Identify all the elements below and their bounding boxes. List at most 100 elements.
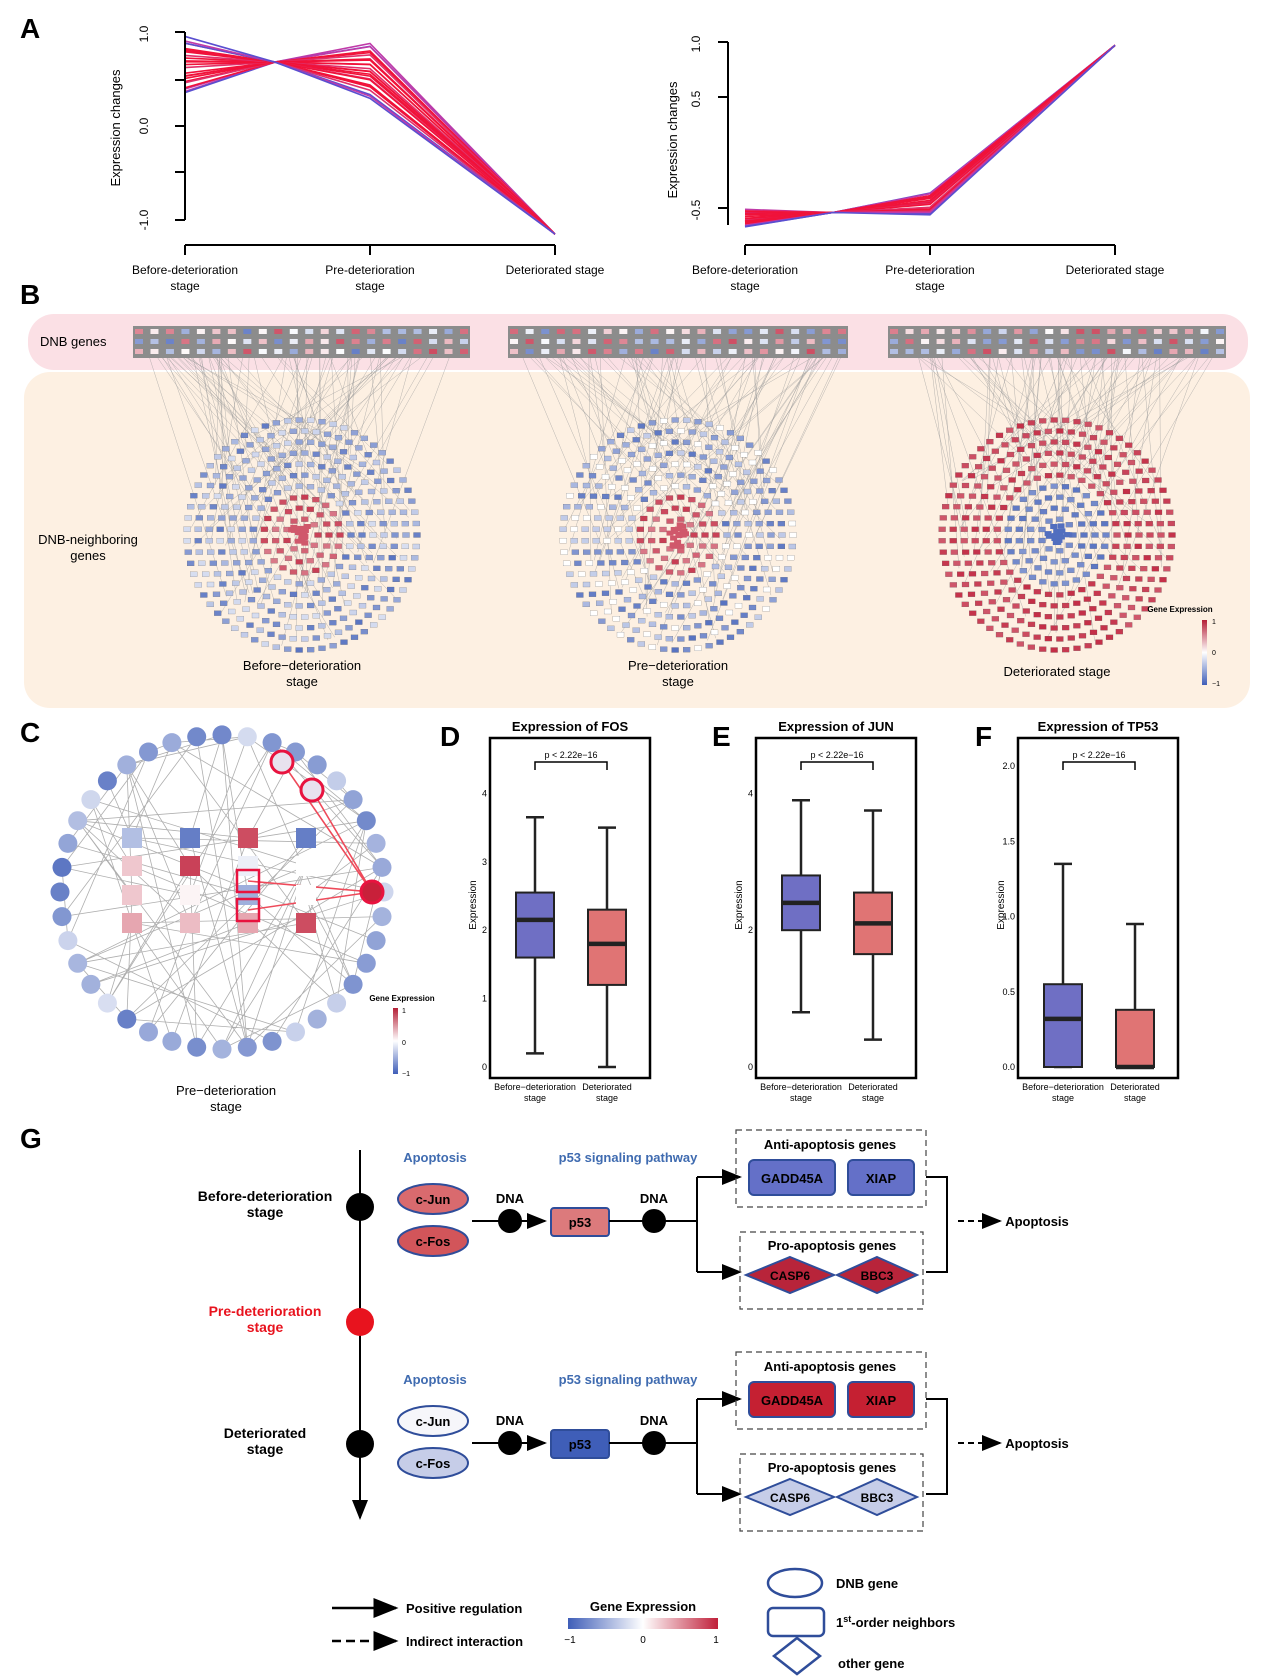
b-neighbor-node	[571, 515, 580, 521]
b-neighbor-node	[711, 500, 720, 507]
b-neighbor-node	[1141, 458, 1149, 464]
b-neighbor-node	[1061, 602, 1070, 609]
b-dnb-node	[1216, 339, 1224, 344]
b-neighbor-node	[1093, 590, 1101, 597]
b-neighbor-node	[349, 609, 357, 616]
b-neighbor-node	[1129, 586, 1137, 592]
a1-series-lines	[184, 35, 556, 235]
casp6-node	[743, 1477, 837, 1517]
b-neighbor-node	[603, 455, 612, 462]
b-neighbor-node	[226, 493, 234, 500]
b-neighbor-node	[358, 602, 367, 609]
c-outer-node	[58, 931, 78, 951]
b-neighbor-node	[264, 515, 272, 522]
b-neighbor-node	[665, 569, 674, 575]
b-neighbor-node	[329, 620, 337, 626]
b-neighbor-node	[734, 602, 743, 609]
b-neighbor-node	[671, 439, 679, 445]
b-neighbor-node	[991, 616, 1000, 622]
pro-apoptosis-box	[739, 1231, 924, 1310]
b-neighbor-node	[187, 504, 195, 510]
b-neighbor-node	[761, 565, 769, 572]
b-dnb-node	[429, 349, 438, 354]
b-neighbor-node	[347, 532, 355, 538]
b-dnb-node	[1169, 329, 1178, 334]
b-neighbor-node	[312, 451, 320, 457]
b-neighbor-node	[295, 581, 303, 587]
b-neighbor-node	[183, 538, 191, 544]
b-neighbor-node	[1067, 451, 1075, 457]
b-neighbor-node	[225, 590, 234, 596]
b-neighbor-node	[997, 606, 1005, 612]
b-neighbor-node	[997, 458, 1005, 464]
b-neighbor-node	[1034, 565, 1042, 571]
b-neighbor-node	[1119, 452, 1127, 458]
b-neighbor-node	[1056, 548, 1064, 554]
dna-label: DNA	[496, 1413, 525, 1428]
b-neighbor-node	[677, 516, 685, 522]
b-neighbor-node	[1039, 646, 1047, 652]
b-dnb-node	[541, 339, 550, 344]
b-neighbor-node	[200, 592, 208, 598]
b-neighbor-node	[598, 446, 606, 452]
b-neighbor-node	[231, 439, 239, 445]
b-neighbor-node	[206, 482, 215, 489]
b-neighbor-node	[246, 442, 254, 448]
b-neighbor-node	[1078, 454, 1086, 460]
b-neighbor-node	[566, 493, 574, 499]
c-outer-node	[366, 931, 386, 951]
b-center-node	[679, 532, 687, 538]
b-neighbor-node	[329, 643, 337, 649]
b-neighbor-node	[756, 532, 764, 538]
dna-label: DNA	[640, 1413, 669, 1428]
b-dnb-node	[1107, 349, 1116, 354]
b-center-node	[294, 530, 302, 536]
b-neighbor-node	[1056, 516, 1064, 522]
b-neighbor-node	[372, 459, 381, 466]
b-neighbor-node	[784, 566, 792, 572]
b-neighbor-node	[682, 580, 691, 586]
b-neighbor-node	[233, 465, 241, 471]
b-neighbor-node	[1067, 429, 1075, 435]
b-neighbor-node	[256, 627, 264, 633]
cjun-label: c-Jun	[416, 1414, 451, 1429]
box-body	[587, 908, 627, 986]
b-neighbor-node	[213, 571, 222, 577]
dna-node	[498, 1431, 522, 1455]
b-dnb-node	[196, 329, 205, 334]
b-neighbor-node	[354, 554, 362, 560]
b-center-node	[675, 532, 683, 537]
b-neighbor-node	[1103, 564, 1112, 571]
b-neighbor-node	[272, 526, 280, 533]
b-neighbor-node	[256, 437, 264, 443]
b-neighbor-node	[228, 455, 236, 462]
b-neighbor-node	[755, 520, 763, 527]
b-neighbor-node	[643, 608, 651, 614]
b-neighbor-node	[380, 468, 388, 474]
b-neighbor-node	[699, 477, 707, 483]
a2-xlabel-det: Deteriorated stage	[1066, 263, 1165, 277]
a1-xlabel-det: Deteriorated stage	[506, 263, 605, 277]
b-neighbor-node	[740, 452, 748, 458]
c-inner-node	[180, 828, 200, 848]
b-neighbor-node	[693, 487, 702, 493]
b-dnb-node	[697, 349, 706, 354]
b-neighbor-node	[413, 532, 421, 538]
b-neighbor-node	[221, 560, 229, 566]
b-neighbor-node	[967, 591, 976, 597]
b-dnb-node	[510, 329, 518, 334]
b-neighbor-node	[961, 482, 970, 489]
b-neighbor-node	[690, 532, 698, 538]
b-neighbor-node	[724, 564, 733, 571]
b-dnb-node	[728, 349, 737, 354]
b-neighbor-node	[955, 592, 963, 598]
b-neighbor-node	[216, 526, 224, 532]
b-neighbor-node	[705, 620, 713, 626]
b-neighbor-node	[380, 488, 388, 494]
b-neighbor-node	[715, 615, 724, 621]
b-neighbor-node	[1100, 439, 1108, 445]
b-neighbor-node	[671, 581, 679, 587]
b-neighbor-node	[233, 504, 241, 510]
b-neighbor-node	[1067, 497, 1075, 503]
b-neighbor-node	[688, 451, 696, 457]
